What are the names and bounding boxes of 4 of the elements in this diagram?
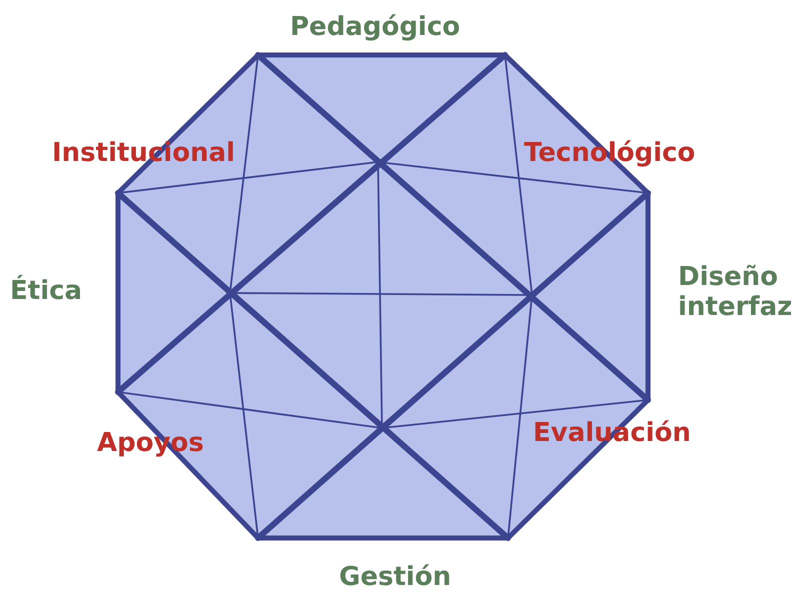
- category-label: Pedagógico: [290, 12, 460, 42]
- category-label: Ética: [10, 276, 82, 306]
- category-label: Diseño interfaz: [678, 262, 794, 322]
- category-label: Gestión: [339, 562, 452, 592]
